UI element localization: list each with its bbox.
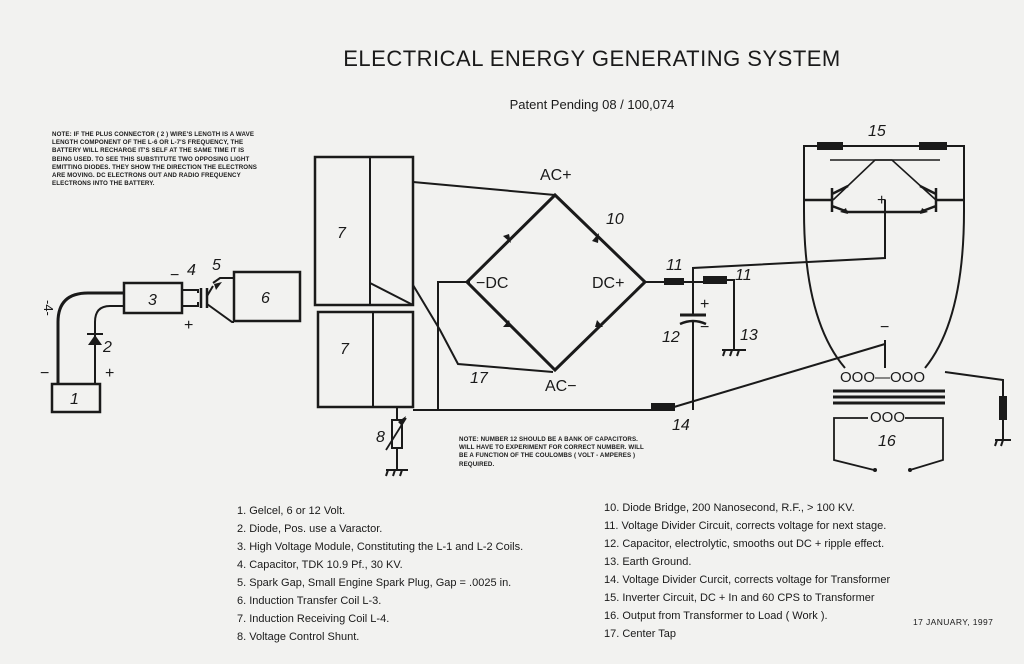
diode-2-icon [88, 335, 102, 345]
label-6: 6 [261, 290, 270, 307]
inverter-resistor-right [919, 142, 947, 150]
label-12: 12 [662, 329, 680, 346]
legend-item: 13. Earth Ground. [604, 556, 692, 568]
spark-gap-arrow-icon [214, 282, 222, 290]
wire-dc-minus [437, 281, 470, 410]
transistor-left [804, 184, 885, 214]
label-16: 16 [878, 433, 896, 450]
legend-item: 12. Capacitor, electrolytic, smooths out… [604, 538, 885, 550]
legend-item: 3. High Voltage Module, Constituting the… [237, 541, 524, 553]
label-4: 4 [187, 262, 196, 279]
transfer-coil-block [232, 270, 302, 323]
label-13: 13 [740, 327, 758, 344]
label-8: 8 [376, 429, 385, 446]
legend-item: 14. Voltage Divider Curcit, corrects vol… [604, 574, 891, 586]
legend-item: 4. Capacitor, TDK 10.9 Pf., 30 KV. [237, 559, 403, 571]
cap-minus-sign: − [700, 319, 709, 336]
label-2: 2 [102, 339, 112, 356]
legend-item: 7. Induction Receiving Coil L-4. [237, 613, 390, 625]
ac-plus-label: AC+ [540, 167, 572, 184]
legend-item: 16. Output from Transformer to Load ( Wo… [604, 610, 828, 622]
receiving-coil-lower [316, 310, 415, 409]
wire-center-tap-17 [412, 284, 554, 373]
label-17: 17 [470, 370, 489, 387]
inverter-frame [803, 145, 965, 211]
transformer-primary-coil: OOO—OOO [840, 369, 925, 386]
ground-13-icon [722, 349, 746, 357]
legend-right-list: 10. Diode Bridge, 200 Nanosecond, R.F., … [604, 499, 890, 643]
wire-to-transformer [673, 343, 886, 408]
label-10: 10 [606, 211, 624, 228]
legend-item: 1. Gelcel, 6 or 12 Volt. [237, 505, 346, 517]
divider-11a [664, 278, 684, 285]
battery-plus-sign: + [105, 365, 114, 382]
legend-item: 17. Center Tap [604, 628, 676, 640]
patent-subtitle: Patent Pending 08 / 100,074 [509, 97, 675, 112]
module-plus-sign: + [184, 317, 193, 334]
note-capacitor-bank: NOTE: NUMBER 12 SHOULD BE A BANK OF CAPA… [459, 436, 644, 468]
document-date: 17 JANUARY, 1997 [913, 617, 994, 627]
label-7a: 7 [337, 225, 347, 242]
legend-item: 15. Inverter Circuit, DC + In and 60 CPS… [604, 592, 875, 604]
dc-minus-label: −DC [476, 275, 508, 292]
label-7b: 7 [340, 341, 350, 358]
note-battery-recharge: NOTE: IF THE PLUS CONNECTOR ( 2 ) WIRE'S… [52, 131, 258, 188]
divider-14 [651, 403, 675, 411]
battery-block [50, 382, 102, 414]
wire-dc-to-inverter [692, 200, 886, 282]
legend-item: 11. Voltage Divider Circuit, corrects vo… [604, 520, 887, 532]
wire-negative-lead [56, 291, 124, 384]
legend-left-list: 1. Gelcel, 6 or 12 Volt. 2. Diode, Pos. … [237, 502, 523, 646]
label-5: 5 [212, 257, 221, 274]
ground-8-icon [385, 469, 408, 477]
wire-module-to-cap [182, 289, 199, 307]
hv-module-block [122, 281, 184, 315]
wire-positive-lead [94, 305, 124, 384]
label-15: 15 [868, 123, 886, 140]
inverter-leg-right [924, 210, 965, 369]
module-minus-sign: − [170, 267, 179, 284]
output-resistor [999, 396, 1007, 420]
inverter-leg-left [803, 210, 846, 369]
label-14: 14 [672, 417, 690, 434]
spark-gap-5 [206, 277, 234, 323]
battery-minus-sign: − [40, 365, 49, 382]
inverter-resistor-left [817, 142, 843, 150]
cap-plus-sign: + [700, 296, 709, 313]
label-1: 1 [70, 391, 79, 408]
transistor-right [885, 184, 964, 214]
wire-output-ground [944, 371, 1004, 440]
legend-item: 8. Voltage Control Shunt. [237, 631, 360, 643]
ground-output-icon [994, 439, 1011, 447]
label-11b: 11 [735, 267, 752, 284]
inverter-plus-sign: + [877, 192, 886, 209]
legend-item: 10. Diode Bridge, 200 Nanosecond, R.F., … [604, 502, 855, 514]
page-title: ELECTRICAL ENERGY GENERATING SYSTEM [343, 46, 841, 71]
ac-minus-label: AC− [545, 378, 577, 395]
diode-bridge-10 [464, 192, 648, 373]
label-11a: 11 [666, 257, 683, 274]
legend-item: 5. Spark Gap, Small Engine Spark Plug, G… [237, 577, 512, 589]
wire-coil-to-ac-plus [412, 181, 556, 196]
legend-item: 2. Diode, Pos. use a Varactor. [237, 523, 383, 535]
transformer-secondary-coil: OOO [870, 409, 905, 426]
receiving-coil-upper [313, 155, 415, 307]
label-3: 3 [148, 292, 157, 309]
divider-11b [703, 276, 727, 284]
dc-plus-label: DC+ [592, 275, 624, 292]
side-wire-label: -4- [41, 300, 56, 316]
legend-item: 6. Induction Transfer Coil L-3. [237, 595, 382, 607]
inverter-minus-sign: − [880, 319, 889, 336]
transformer-output-wires [833, 417, 944, 471]
